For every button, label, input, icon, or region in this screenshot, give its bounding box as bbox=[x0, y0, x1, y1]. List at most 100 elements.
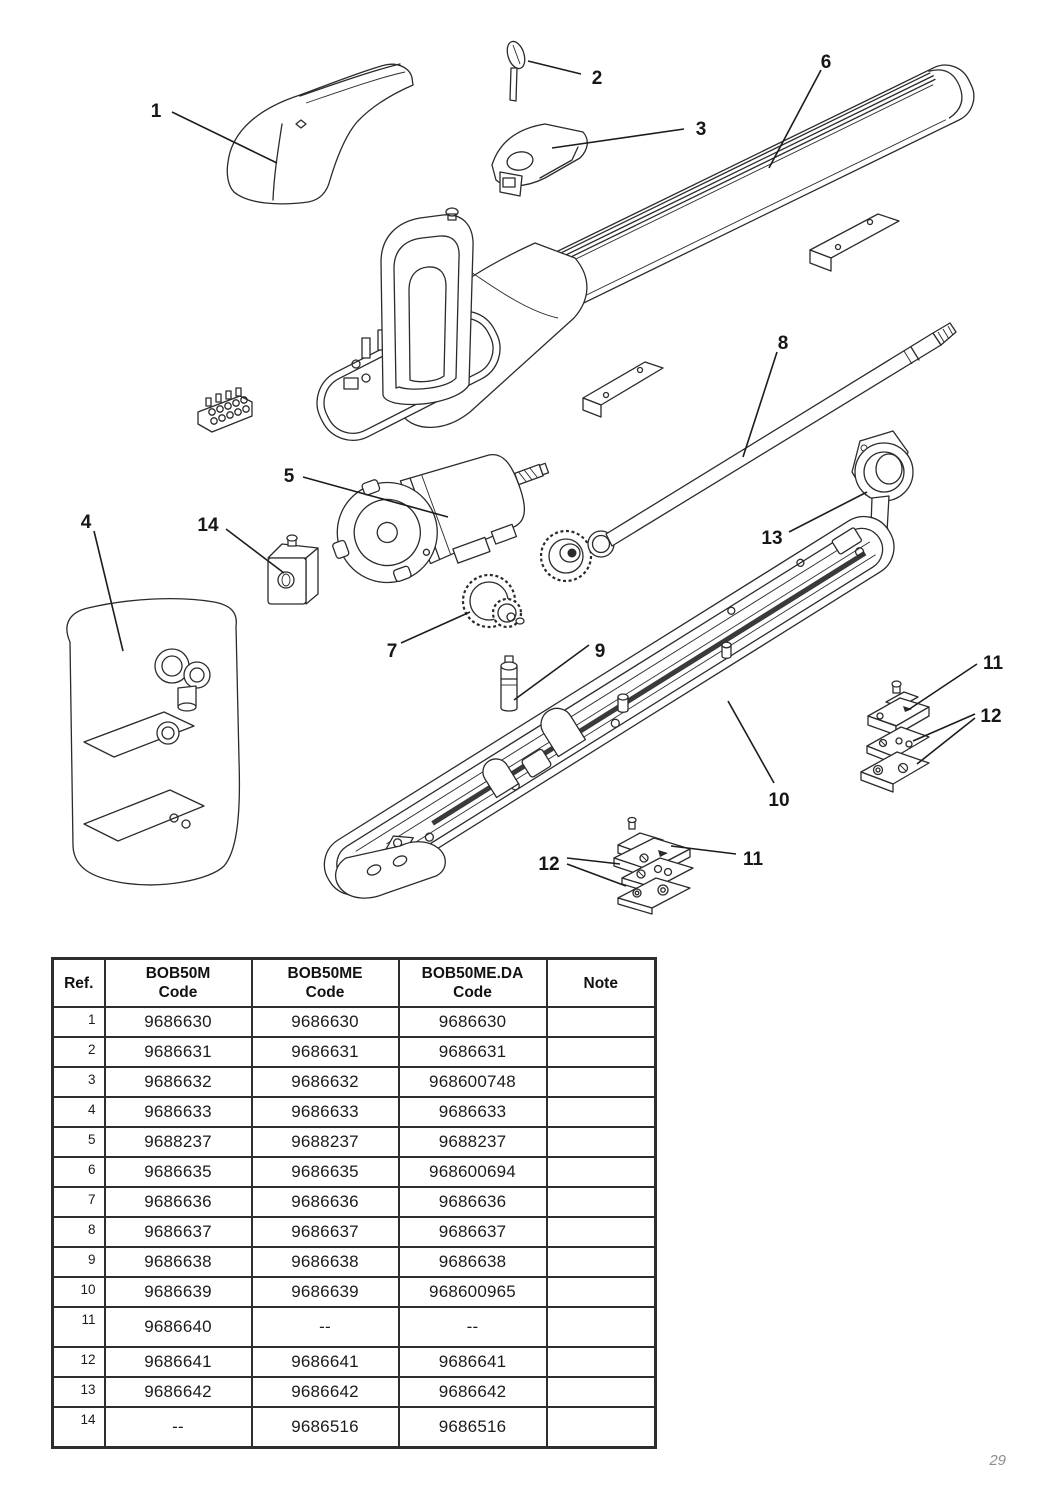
callout-number: 12 bbox=[980, 706, 1001, 727]
callout-number: 2 bbox=[592, 68, 603, 89]
code-cell: 9686642 bbox=[250, 1376, 400, 1408]
code-cell bbox=[545, 1126, 657, 1158]
code-cell bbox=[545, 1186, 657, 1218]
code-cell: 9686631 bbox=[250, 1036, 400, 1068]
callout-leader-line bbox=[566, 863, 627, 887]
ref-cell: 11 bbox=[51, 1306, 106, 1348]
part-base-rail bbox=[323, 515, 895, 899]
callout-leader-line bbox=[727, 700, 775, 784]
callout-leader-line bbox=[225, 528, 285, 574]
ref-cell: 2 bbox=[51, 1036, 106, 1068]
callout-leader-line bbox=[171, 111, 278, 164]
code-cell: 9686636 bbox=[397, 1186, 548, 1218]
part-arm-extrusion bbox=[535, 64, 975, 310]
code-cell: 9686638 bbox=[103, 1246, 253, 1278]
rail-peg-b bbox=[721, 641, 732, 659]
ref-cell: 9 bbox=[51, 1246, 106, 1278]
code-cell: 968600694 bbox=[397, 1156, 548, 1188]
code-cell: 9686630 bbox=[103, 1006, 253, 1038]
ref-cell: 12 bbox=[51, 1346, 106, 1378]
part-release-key bbox=[506, 40, 526, 102]
part-drive-shaft bbox=[605, 322, 957, 547]
part-stop-bracket-right bbox=[867, 680, 930, 736]
callout-leader-line bbox=[907, 663, 978, 711]
bracket-plate-top bbox=[809, 213, 900, 272]
code-cell bbox=[545, 1406, 657, 1448]
part-top-cover bbox=[226, 63, 414, 205]
callout-leader-line bbox=[670, 845, 737, 855]
page-number: 29 bbox=[989, 1452, 1006, 1469]
header-ref: Ref. bbox=[51, 957, 106, 1008]
code-cell bbox=[545, 1216, 657, 1248]
code-cell: 9686630 bbox=[250, 1006, 400, 1038]
code-cell bbox=[545, 1276, 657, 1308]
code-cell: 968600965 bbox=[397, 1276, 548, 1308]
code-cell: 9686641 bbox=[250, 1346, 400, 1378]
ref-cell: 7 bbox=[51, 1186, 106, 1218]
code-cell: 9686638 bbox=[397, 1246, 548, 1278]
callout-leader-line bbox=[513, 644, 590, 701]
code-cell: 9686636 bbox=[250, 1186, 400, 1218]
code-cell: -- bbox=[397, 1306, 548, 1348]
code-cell bbox=[545, 1306, 657, 1348]
callout-number: 11 bbox=[983, 653, 1004, 674]
code-cell: 9686637 bbox=[103, 1216, 253, 1248]
ref-cell: 10 bbox=[51, 1276, 106, 1308]
callout-leader-line bbox=[302, 476, 449, 518]
callout-leader-line bbox=[742, 351, 778, 458]
code-cell: 968600748 bbox=[397, 1066, 548, 1098]
ref-cell: 8 bbox=[51, 1216, 106, 1248]
part-rear-arch-cap bbox=[380, 207, 474, 406]
code-cell: 9686516 bbox=[397, 1406, 548, 1448]
part-accessory-bag bbox=[66, 598, 241, 886]
part-motor bbox=[332, 453, 550, 584]
code-cell: 9686631 bbox=[397, 1036, 548, 1068]
code-cell: 9686633 bbox=[250, 1096, 400, 1128]
code-cell: 9686639 bbox=[103, 1276, 253, 1308]
header-note: Note bbox=[545, 957, 657, 1008]
code-cell: 9686516 bbox=[250, 1406, 400, 1448]
code-cell bbox=[545, 1346, 657, 1378]
ref-cell: 14 bbox=[51, 1406, 106, 1448]
callout-number: 12 bbox=[538, 854, 559, 875]
ref-cell: 5 bbox=[51, 1126, 106, 1158]
rail-foot-plate bbox=[335, 841, 446, 899]
code-cell: 9688237 bbox=[250, 1126, 400, 1158]
ref-cell: 1 bbox=[51, 1006, 106, 1038]
code-cell: 9686642 bbox=[103, 1376, 253, 1408]
callout-number: 11 bbox=[743, 849, 764, 870]
code-cell: 9686641 bbox=[397, 1346, 548, 1378]
callout-leader-line bbox=[400, 611, 471, 644]
code-cell bbox=[545, 1246, 657, 1278]
code-cell bbox=[545, 1096, 657, 1128]
code-cell: -- bbox=[250, 1306, 400, 1348]
callout-leader-line bbox=[93, 530, 124, 652]
rail-peg-a bbox=[617, 693, 629, 713]
callout-number: 9 bbox=[595, 641, 606, 662]
part-release-cover bbox=[491, 123, 588, 197]
callout-number: 14 bbox=[197, 515, 219, 536]
code-cell: 9686637 bbox=[397, 1216, 548, 1248]
callout-leader-line bbox=[566, 857, 621, 865]
code-cell: 9686636 bbox=[103, 1186, 253, 1218]
code-cell bbox=[545, 1006, 657, 1038]
code-cell: 9686630 bbox=[397, 1006, 548, 1038]
bracket-plate-mid bbox=[582, 361, 664, 418]
callout-leader-line bbox=[788, 491, 868, 533]
code-cell: 9686632 bbox=[250, 1066, 400, 1098]
